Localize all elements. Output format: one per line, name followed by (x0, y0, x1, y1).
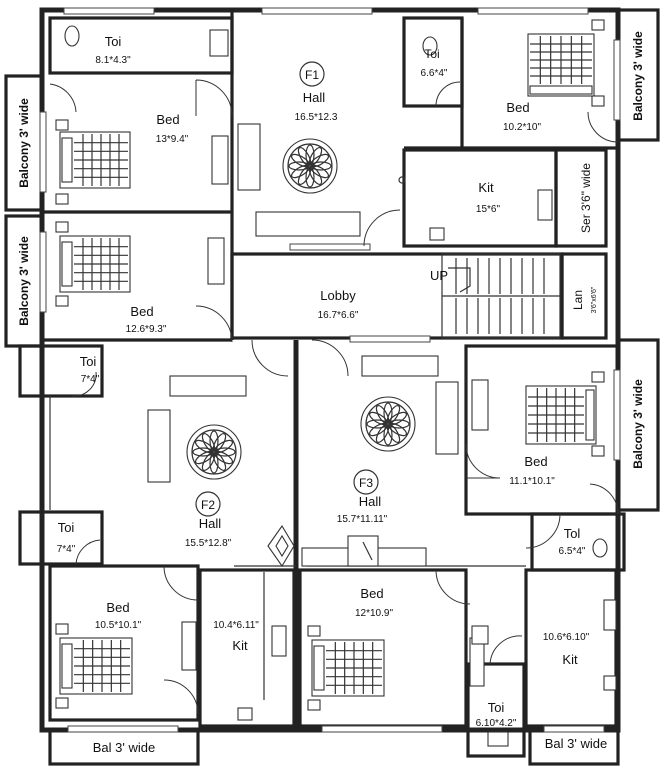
rug-rosette-ring (287, 143, 333, 189)
room-name-f3-bed-bottom: Bed (360, 586, 383, 601)
room-name-lobby: Lobby (320, 288, 356, 303)
wall-f3-toi-bottom (466, 662, 526, 758)
wall-f2-bed-bottom (48, 564, 200, 722)
room-size-f1-kit: 15*6" (476, 204, 501, 215)
stairs-label: UP (430, 268, 448, 283)
rug-center (305, 161, 315, 171)
label-ser: Ser 3'6" wide (579, 163, 593, 233)
room-name-f1-toi-left: Toi (105, 34, 122, 49)
room-size-f1-bed-right: 10.2*10" (503, 122, 541, 133)
room-size-lobby: 16.7*6.6" (318, 310, 359, 321)
room-size-f1-toi-left: 8.1*4.3" (95, 55, 131, 66)
rug-rosette (360, 396, 416, 452)
room-size-f3-bed-bottom: 12*10.9" (355, 608, 393, 619)
room-size-f3-toi-bottom: 6.10*4.2" (476, 718, 517, 729)
room-name-f2-bed-bottom: Bed (106, 600, 129, 615)
room-size-f2-hall: 15.5*12.8" (185, 538, 232, 549)
rug-center (383, 419, 393, 429)
room-size-f1-hall: 16.5*12.3 (295, 112, 338, 123)
room-name-f3-hall: Hall (359, 494, 382, 509)
unit-label-f3: F3 (359, 476, 373, 490)
room-size-f2-toi-top: 7*4" (81, 374, 100, 385)
sofa-f2 (147, 375, 247, 483)
rug-rosette (282, 138, 338, 194)
room-size-f3-tol: 6.5*4" (559, 546, 586, 557)
label-bal-left: Bal 3' wide (93, 740, 155, 755)
rug-petal (310, 153, 330, 168)
room-size-f3-bed-right: 11.1*10.1" (509, 476, 555, 487)
label-balcony-right-mid: Balcony 3' wide (631, 379, 645, 469)
label-balcony-left-top: Balcony 3' wide (17, 98, 31, 188)
wall-f2-kit (198, 568, 296, 728)
room-name-f2-bed-top: Bed (130, 304, 153, 319)
wall-ser (554, 148, 608, 248)
label-balcony-left-mid: Balcony 3' wide (17, 236, 31, 326)
label-lan-size: 3'6"x6'6" (591, 286, 598, 313)
rug-rosette-ring (365, 401, 411, 447)
stairs: UP (430, 253, 561, 339)
windows (39, 7, 621, 733)
label-balcony-right-top: Balcony 3' wide (631, 31, 645, 121)
unit-label-f1: F1 (305, 68, 319, 82)
room-name-f1-bed-right: Bed (506, 100, 529, 115)
wall-f2-toi-bottom (18, 510, 104, 566)
room-name-f3-kit: Kit (562, 652, 578, 667)
unit-label-f2: F2 (201, 498, 215, 512)
room-size-f2-bed-bottom: 10.5*10.1" (95, 620, 142, 631)
room-name-f2-hall: Hall (199, 516, 222, 531)
wall-f3-kit (524, 568, 618, 728)
wall-f2-toi-top (18, 344, 104, 398)
room-name-f2-toi-bottom: Toi (58, 520, 75, 535)
room-size-f2-kit: 10.4*6.11" (213, 620, 259, 631)
room-name-f1-kit: Kit (478, 180, 494, 195)
wall-f1-toi-left (48, 16, 234, 75)
rug-rosette (186, 424, 242, 480)
room-size-f2-bed-top: 12.6*9.3" (126, 324, 167, 335)
room-name-f2-kit: Kit (232, 638, 248, 653)
room-size-f3-hall: 15.7*11.11" (337, 514, 388, 525)
labels: Toi 8.1*4.3" Bed 13*9.4" F1 Hall 16.5*12… (17, 31, 645, 755)
f2-corner-unit (267, 524, 295, 568)
room-name-f1-bed-left: Bed (156, 112, 179, 127)
room-name-f2-toi-top: Toi (80, 354, 97, 369)
room-name-f1-toi-mid: Toi (424, 47, 439, 61)
label-lan: Lan (571, 290, 585, 310)
label-bal-right: Bal 3' wide (545, 736, 607, 751)
room-size-f1-bed-left: 13*9.4" (156, 134, 189, 145)
furniture (55, 19, 617, 747)
room-size-f3-kit: 10.6*6.10" (543, 632, 590, 643)
sofa-f3 (361, 355, 459, 455)
wall-f1-toi-mid (402, 16, 464, 108)
rug-petal (388, 411, 408, 426)
wall-lan (560, 252, 608, 340)
f3-hall-console (301, 535, 427, 567)
room-name-f3-bed-right: Bed (524, 454, 547, 469)
doors (49, 79, 619, 715)
room-name-f3-tol: Tol (564, 526, 581, 541)
wall-f1-kit (402, 148, 558, 248)
rug-center (209, 447, 219, 457)
room-name-f3-toi-bottom: Toi (488, 700, 505, 715)
rug-petal (214, 439, 234, 454)
room-size-f1-toi-mid: 6.6*4" (421, 68, 448, 79)
room-size-f2-toi-bottom: 7*4" (57, 544, 76, 555)
sofa-f1 (237, 123, 361, 237)
room-name-f1-hall: Hall (303, 90, 326, 105)
rug-rosette-ring (191, 429, 237, 475)
